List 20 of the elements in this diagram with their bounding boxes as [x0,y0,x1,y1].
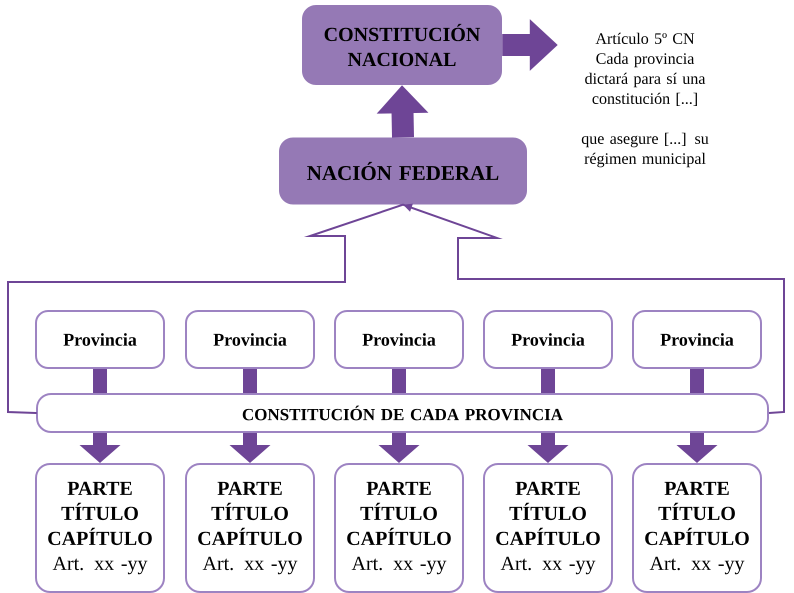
concept-box: NACIÓN FEDERAL [279,138,527,204]
province-box: Provincia [185,310,315,369]
province-box: Provincia [632,310,762,369]
province-box: Provincia [35,310,165,369]
band-box: CONSTITUCIÓN DE CADA PROVINCIA [36,393,769,433]
connector-bar [541,369,555,393]
connector-bar [93,369,107,393]
connector-bar [243,369,257,393]
section-box: PARTE TÍTULO CAPÍTULO Art. xx -yy [334,463,464,593]
section-box: PARTE TÍTULO CAPÍTULO Art. xx -yy [483,463,613,593]
section-box: PARTE TÍTULO CAPÍTULO Art. xx -yy [35,463,165,593]
connector-bar [392,369,406,393]
province-box: Provincia [334,310,464,369]
concept-box: CONSTITUCIÓN NACIONAL [302,5,502,85]
section-box: PARTE TÍTULO CAPÍTULO Art. xx -yy [632,463,762,593]
connector-bar [690,369,704,393]
note-text: Artículo 5º CN Cada provincia dictará para sí una constitución [...] que asegure [...] su régimen municipal [582,32,708,168]
hollow-arrow [7,204,785,414]
section-box: PARTE TÍTULO CAPÍTULO Art. xx -yy [185,463,315,593]
province-box: Provincia [483,310,613,369]
